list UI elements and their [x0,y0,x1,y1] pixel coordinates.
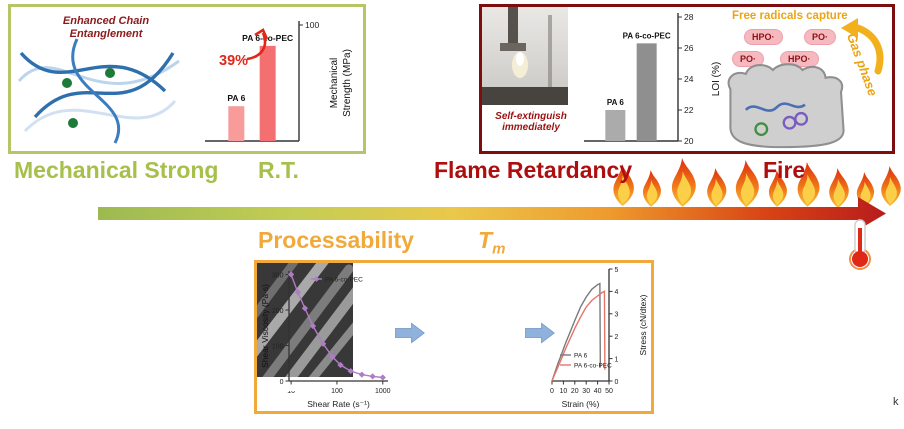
svg-text:Strain (%): Strain (%) [562,399,600,409]
svg-text:100: 100 [272,343,284,350]
crosslink-dot [68,118,78,128]
thermometer-icon [849,219,871,270]
svg-text:Strength (MPa): Strength (MPa) [342,49,353,117]
svg-text:LOI (%): LOI (%) [711,62,722,96]
svg-text:26: 26 [684,43,694,53]
burning-test-photo [482,7,568,105]
chain-entanglement-illustration [17,38,180,144]
mechanical-caption: Mechanical Strong [14,157,219,183]
svg-text:5: 5 [615,267,619,274]
radical-pill: PO· [732,51,765,67]
chain-entanglement-label: Enhanced Chain Entanglement [62,15,150,40]
svg-text:100: 100 [305,20,319,30]
svg-text:100: 100 [331,388,343,395]
temperature-axis-arrow [98,197,886,230]
svg-text:3: 3 [615,312,619,319]
condensed-phase-blob [727,63,845,149]
svg-text:Shear Rate (s⁻¹): Shear Rate (s⁻¹) [307,399,370,409]
stray-mark: k [893,396,899,408]
svg-text:28: 28 [684,12,694,22]
right-arrow-icon [395,322,425,344]
svg-text:2: 2 [615,334,619,341]
svg-text:10: 10 [560,388,568,395]
gas-phase-arrow-icon [841,18,884,75]
molecule-ring [782,115,797,130]
burning-test-photo-shapes [482,7,568,105]
svg-text:0: 0 [615,379,619,386]
percent-gain-label: 39% [219,53,249,69]
svg-text:10: 10 [287,388,295,395]
room-temperature-label: R.T. [258,157,299,183]
tm-symbol: T [478,227,493,253]
tm-subscript: m [492,240,506,258]
svg-text:Shear Viscosity (Pa·s): Shear Viscosity (Pa·s) [260,284,270,368]
svg-text:200: 200 [272,308,284,315]
svg-text:40: 40 [594,388,602,395]
melting-temperature-label: Tm [478,227,505,258]
radical-pill: HPO· [744,29,783,45]
svg-text:22: 22 [684,105,694,115]
right-arrow-icon [525,322,555,344]
molecule-ring [754,122,769,137]
self-extinguish-label: Self-extinguish immediately [495,111,567,134]
svg-text:30: 30 [582,388,590,395]
fire-label: Fire [763,157,806,183]
svg-text:300: 300 [272,272,284,279]
svg-text:0: 0 [280,379,284,386]
svg-text:1000: 1000 [375,388,391,395]
svg-text:4: 4 [615,289,619,296]
svg-text:20: 20 [684,136,694,146]
svg-text:PA 6: PA 6 [227,93,245,103]
svg-text:Mechanical: Mechanical [329,58,340,109]
svg-text:0: 0 [550,388,554,395]
svg-text:PA 6-co-PEC: PA 6-co-PEC [623,31,671,40]
svg-text:PA 6: PA 6 [574,353,588,360]
flame-retardancy-caption: Flame Retardancy [434,157,633,183]
svg-text:24: 24 [684,74,694,84]
free-radicals-label: Free radicals capture [732,10,848,22]
svg-text:Stress (cN/dtex): Stress (cN/dtex) [638,294,648,355]
svg-text:PA 6-co-PEC: PA 6-co-PEC [574,363,612,370]
crosslink-dot [62,78,72,88]
sem-fibers [257,263,353,377]
radical-pill: PO· [804,29,837,45]
molecule-ring [794,111,809,126]
loi-chart: 20 22 24 26 28 PA 6 PA 6-co-PEC LOI (%) [578,9,728,156]
svg-text:1: 1 [615,356,619,363]
svg-text:PA 6-co-PEC: PA 6-co-PEC [325,277,363,284]
sem-fiber-image: 200 μm [257,263,353,407]
processability-caption: Processability [258,227,414,253]
svg-text:50: 50 [605,388,613,395]
crosslink-dot [105,68,115,78]
increase-arrow-icon [246,28,269,61]
molecule-squiggle [744,102,806,112]
svg-text:20: 20 [571,388,579,395]
svg-text:PA 6: PA 6 [607,98,624,107]
